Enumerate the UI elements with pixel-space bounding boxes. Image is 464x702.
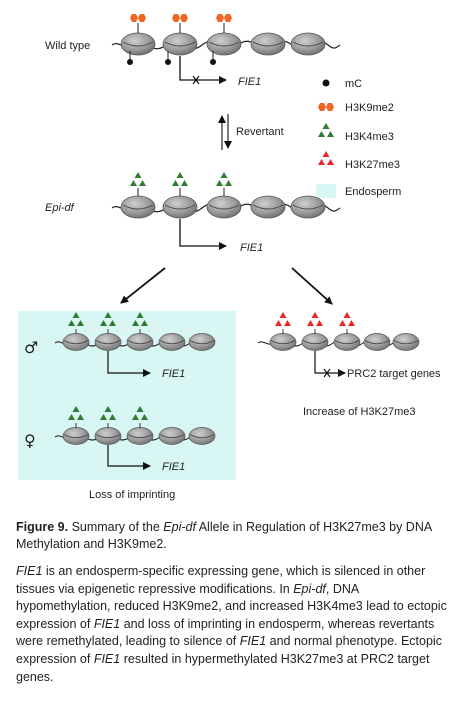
figure-diagram: Wild type FIE1 Revertant mC H bbox=[18, 14, 441, 501]
loss-of-imprinting-label: Loss of imprinting bbox=[89, 489, 175, 501]
h3k27me3-icon bbox=[318, 151, 334, 165]
legend-label: H3K9me2 bbox=[345, 102, 394, 114]
increase-h3k27me3-label: Increase of H3K27me3 bbox=[303, 406, 416, 418]
fie1-label-epi-df: FIE1 bbox=[240, 242, 263, 254]
fie1-label-wild-type: FIE1 bbox=[238, 76, 261, 88]
revertant-label: Revertant bbox=[236, 126, 284, 138]
figure-caption: Figure 9. Summary of the Epi-df Allele i… bbox=[16, 520, 432, 551]
h3k4me3-marks bbox=[130, 172, 232, 196]
legend: mC H3K9me2 H3K4me3 H3K27me3 Endosperm bbox=[316, 78, 401, 198]
h3k9me2-icon bbox=[318, 103, 334, 111]
legend-label: mC bbox=[345, 78, 362, 90]
mc-marks bbox=[127, 51, 216, 65]
nucleosome-row-wild-type bbox=[120, 32, 326, 56]
h3k4me3-marks bbox=[68, 406, 148, 428]
legend-label: H3K27me3 bbox=[345, 159, 400, 171]
transcription-arrow bbox=[107, 445, 151, 470]
h3k4me3-icon bbox=[318, 123, 334, 137]
endosperm-icon bbox=[316, 184, 336, 198]
nucleosome-row-female bbox=[62, 427, 216, 445]
male-symbol: ♂ bbox=[24, 338, 38, 357]
fie1-label-female: FIE1 bbox=[162, 461, 185, 473]
h3k4me3-marks bbox=[68, 312, 148, 334]
revertant-arrows bbox=[218, 114, 232, 150]
figure-description: FIE1 is an endosperm-specific expressing… bbox=[16, 564, 447, 684]
nucleosome-row-male bbox=[62, 333, 216, 351]
female-symbol: ♀ bbox=[24, 431, 36, 450]
blocked-transcription-arrow bbox=[314, 351, 346, 378]
nucleosome-row-prc2 bbox=[269, 333, 420, 351]
legend-label: Endosperm bbox=[345, 186, 401, 198]
fie1-label-male: FIE1 bbox=[162, 368, 185, 380]
blocked-transcription-arrow bbox=[179, 56, 227, 85]
arrow-to-prc2 bbox=[291, 267, 333, 305]
h3k27me3-marks bbox=[275, 312, 355, 334]
wild-type-label: Wild type bbox=[45, 40, 90, 52]
mc-icon bbox=[322, 79, 330, 87]
nucleosome-row-epi-df bbox=[120, 195, 326, 219]
prc2-target-genes-label: PRC2 target genes bbox=[347, 368, 441, 380]
legend-label: H3K4me3 bbox=[345, 131, 394, 143]
transcription-arrow bbox=[179, 219, 227, 250]
figure-number: Figure 9. bbox=[16, 520, 69, 534]
h3k9me2-marks bbox=[130, 14, 232, 33]
arrow-to-endosperm bbox=[120, 267, 166, 304]
epi-df-label: Epi-df bbox=[45, 202, 75, 214]
transcription-arrow bbox=[107, 351, 151, 377]
